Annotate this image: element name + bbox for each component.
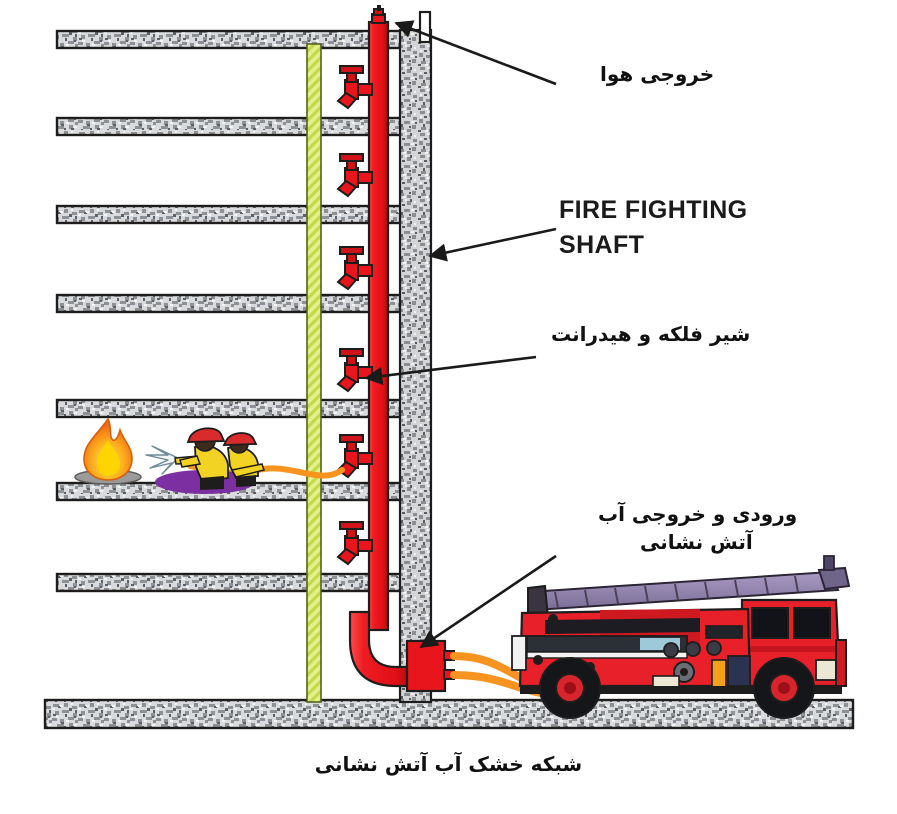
leader-air-outlet	[394, 20, 557, 86]
leader-valve-hydrant	[364, 355, 537, 386]
air-vent-stack-icon	[418, 10, 432, 44]
hydrant-valve	[336, 65, 373, 110]
label-air-outlet: خروجی هوا	[600, 62, 715, 86]
diagram-caption: شبکه خشک آب آتش نشانی	[314, 752, 583, 776]
hydrant-valve	[336, 348, 373, 393]
label-valve-and-hydrant: شیر فلکه و هیدرانت	[551, 322, 751, 346]
leader-lines	[364, 20, 557, 649]
hydrant-valve	[336, 521, 373, 566]
floor-slab	[55, 204, 424, 225]
floor-slab	[55, 116, 424, 137]
fire-brigade-breeching-inlet	[405, 639, 455, 693]
water-spray-icon	[145, 445, 179, 475]
dry-riser-pipe	[348, 20, 414, 688]
firefighter	[179, 427, 229, 490]
leader-shaft	[428, 227, 557, 262]
fire-flame-icon	[74, 417, 142, 485]
label-fire-fighting-shaft-line1: FIRE FIGHTING	[559, 196, 748, 224]
wheel	[753, 657, 815, 719]
air-release-valve-icon	[371, 5, 386, 24]
firefighter	[222, 432, 265, 487]
floor-slab	[55, 29, 424, 50]
hydrant-valve	[336, 434, 373, 479]
fire-truck	[511, 555, 851, 719]
label-fire-water-inlet-line2: آتش نشانی	[640, 530, 753, 554]
wheel	[539, 657, 601, 719]
floor-slab	[55, 572, 424, 593]
hydrant-valve	[336, 153, 373, 198]
label-fire-water-inlet-line1: ورودی و خروجی آب	[598, 502, 798, 526]
firefighters-group	[145, 427, 265, 494]
label-fire-fighting-shaft-line2: SHAFT	[559, 231, 645, 259]
leader-inlet	[419, 554, 557, 649]
hydrant-valve	[336, 246, 373, 291]
floor-slab	[55, 398, 424, 419]
wet-standpipe	[306, 43, 322, 703]
floor-slab	[55, 293, 424, 314]
ground-slab	[43, 698, 855, 730]
fire-fighting-shaft-wall	[398, 28, 433, 704]
